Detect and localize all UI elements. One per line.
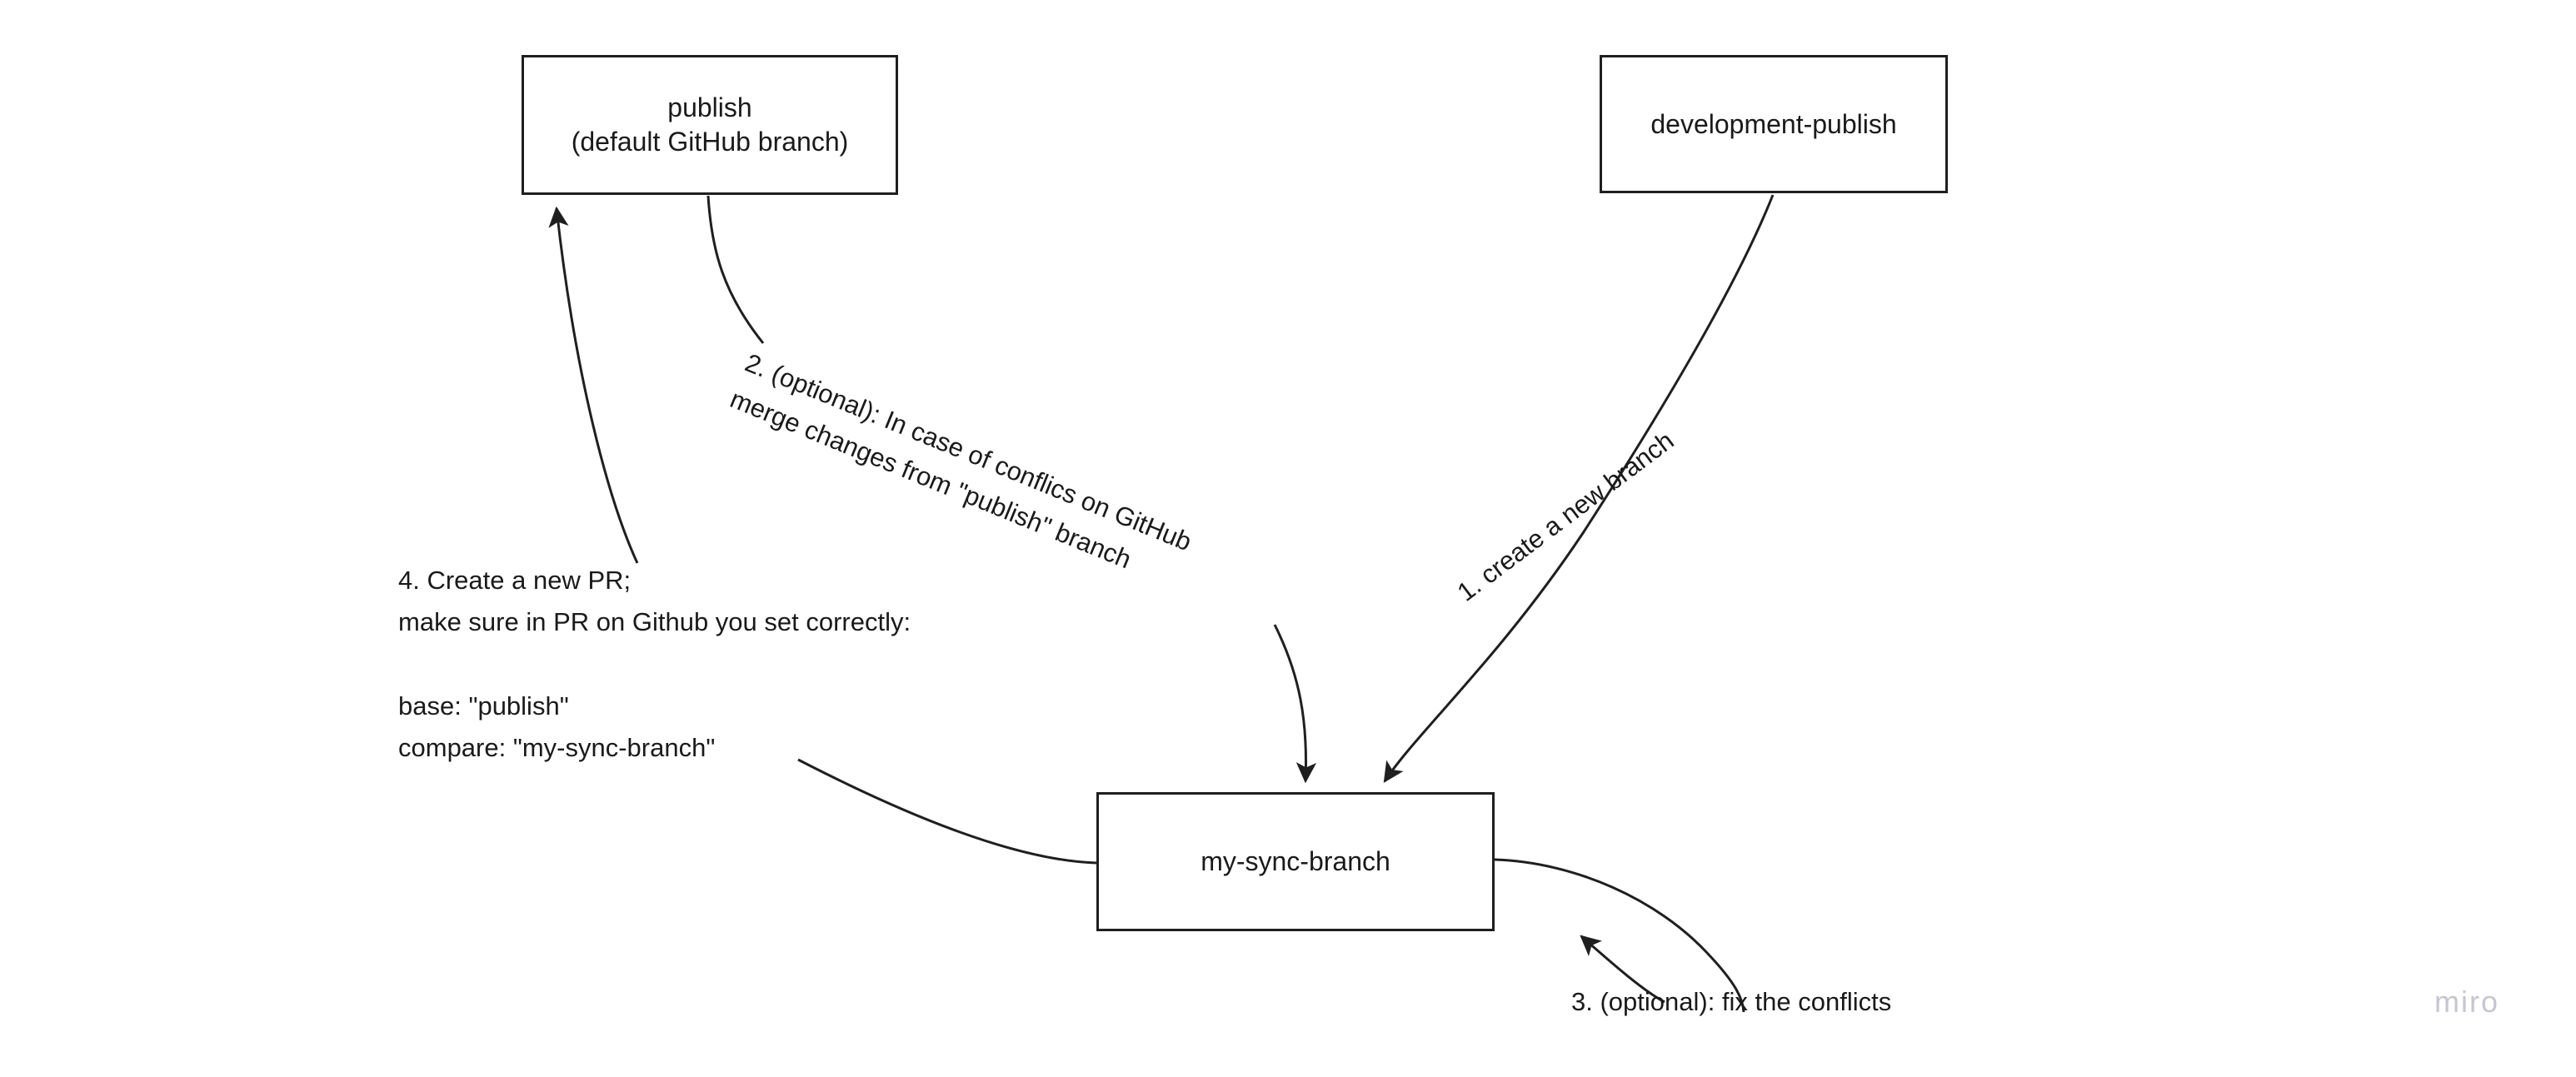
miro-watermark: miro — [2434, 985, 2499, 1019]
node-publish[interactable]: publish (default GitHub branch) — [522, 55, 898, 195]
edge-fix-conflicts-out — [1494, 858, 1745, 1013]
edge-label-create-pr: 4. Create a new PR; make sure in PR on G… — [398, 566, 911, 762]
node-my-sync-branch[interactable]: my-sync-branch — [1096, 792, 1495, 931]
edge-fix-conflicts-in — [1580, 935, 1665, 1004]
node-development-publish[interactable]: development-publish — [1600, 55, 1948, 193]
edge-label-fix-conflicts: 3. (optional): fix the conflicts — [1571, 987, 1892, 1016]
edge-merge-conflicts-lower — [1273, 624, 1317, 784]
edge-create-new-branch — [1383, 194, 1775, 783]
edge-create-pr-upper — [548, 206, 639, 564]
edge-create-pr-lower — [797, 758, 1097, 865]
edge-merge-conflicts-upper — [706, 195, 765, 344]
